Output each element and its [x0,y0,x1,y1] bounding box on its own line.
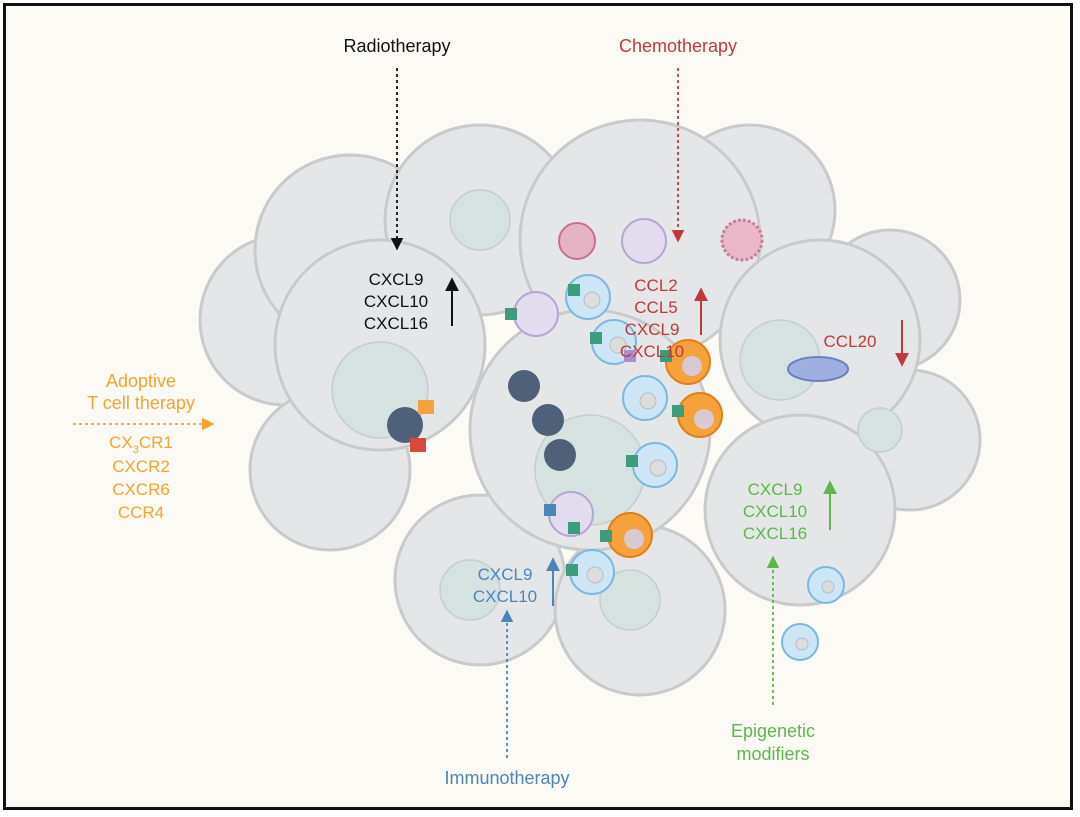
adoptive-label-line1: Adoptive [106,371,176,391]
tumor-cell-cluster [198,118,982,697]
treg-cell [787,356,849,382]
chemo-chemokine: CXCL9 [625,320,680,339]
chemo-chemokine-down: CCL20 [824,332,877,351]
adoptive-receptor: CXCR6 [112,480,170,499]
radiotherapy-label: Radiotherapy [343,36,450,56]
epigenetic-label-line1: Epigenetic [731,721,815,741]
radio-chemokine: CXCL9 [369,270,424,289]
radio-chemokine: CXCL10 [364,292,428,311]
immuno-chemokine: CXCL10 [473,587,537,606]
adoptive-label-line2: T cell therapy [87,393,195,413]
epi-chemokine: CXCL9 [748,480,803,499]
nk-cell-nuclei [624,356,714,549]
neutrophil [558,222,596,260]
dendritic-cells [387,370,576,471]
epigenetic-label-line2: modifiers [736,744,809,764]
chemo-chemokine: CCL5 [634,298,677,317]
adoptive-receptor: CX3CR1 [109,433,173,456]
adoptive-receptor: CXCR2 [112,457,170,476]
chemo-chemokine: CCL2 [634,276,677,295]
radio-chemokine: CXCL16 [364,314,428,333]
t-cells-blue [565,274,845,661]
epi-chemokine: CXCL16 [743,524,807,543]
mast-cell [720,218,764,262]
immuno-chemokine: CXCL9 [478,565,533,584]
macrophages-purple [513,218,667,537]
immunotherapy-label: Immunotherapy [444,768,569,788]
epi-chemokine: CXCL10 [743,502,807,521]
chemo-chemokine: CXCL10 [620,342,684,361]
adoptive-receptor: CCR4 [118,503,164,522]
t-cell-nuclei [583,291,835,651]
chemokine-receptors [410,284,684,576]
chemotherapy-label: Chemotherapy [619,36,737,56]
